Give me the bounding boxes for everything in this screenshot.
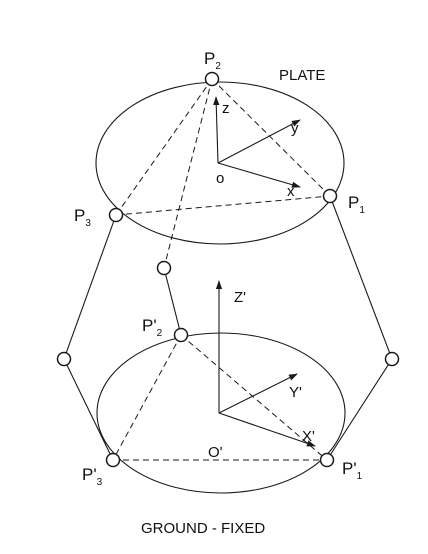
leg-2-lower [163, 267, 182, 336]
ground-origin-label: O' [208, 444, 223, 461]
ground-z-label: Z' [234, 289, 246, 306]
leg-3 [63, 214, 117, 461]
plate-y-label: y [291, 120, 299, 137]
plate-y-axis [217, 119, 301, 164]
joint-leg3-mid [56, 351, 72, 367]
ground-x-axis [218, 412, 316, 447]
plate-label: PLATE [279, 67, 325, 84]
p3-label: P3 [74, 206, 91, 229]
joint-p2-prime [173, 327, 189, 343]
plate-edge-p3-p1 [115, 195, 331, 216]
p2-label: P2 [204, 49, 221, 72]
plate-x-label: x [287, 183, 295, 200]
plate-x-axis [217, 162, 301, 188]
joint-p3-prime [105, 452, 121, 468]
joint-p1-prime [319, 452, 335, 468]
plate-edge-p2-p1 [211, 78, 331, 197]
plate-ellipse [95, 81, 345, 245]
leg-2-upper [163, 78, 213, 269]
ground-x-label: X' [302, 428, 315, 445]
joint-p1 [322, 188, 338, 204]
plate-origin-label: o [216, 170, 224, 187]
ground-y-axis [218, 373, 298, 414]
joint-p3 [108, 207, 124, 223]
joint-p2 [204, 71, 220, 87]
joint-leg1-mid [384, 351, 400, 367]
p1-prime-label: P'1 [342, 459, 363, 482]
p3-prime-label: P'3 [82, 465, 103, 488]
p1-label: P1 [348, 193, 365, 216]
ground-edge-p2-p3 [112, 334, 182, 461]
joint-leg2-mid [156, 260, 172, 276]
ground-edge-p2-p1 [180, 334, 328, 461]
plate-z-label: z [222, 100, 230, 117]
ground-label: GROUND - FIXED [141, 520, 265, 537]
ground-ellipse [96, 332, 346, 494]
plate-edge-p2-p3 [115, 78, 213, 216]
leg-1 [326, 195, 393, 461]
ground-y-label: Y' [289, 384, 302, 401]
p2-prime-label: P'2 [142, 316, 163, 339]
plate-z-axis [213, 96, 220, 164]
